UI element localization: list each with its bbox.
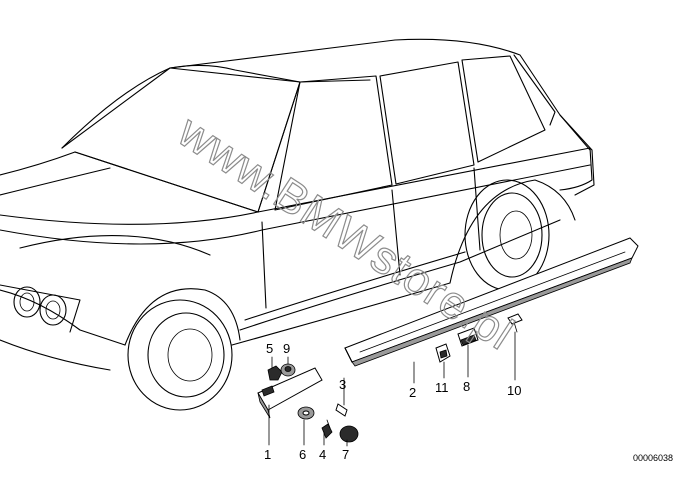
callout-11: 11 xyxy=(435,380,449,395)
callout-5: 5 xyxy=(266,341,273,356)
reference-code: 00006038 xyxy=(633,453,673,463)
screw-part xyxy=(335,403,348,417)
callout-1: 1 xyxy=(264,447,271,462)
end-piece-part xyxy=(257,367,323,419)
callout-3: 3 xyxy=(339,377,346,392)
clip-part xyxy=(321,423,333,439)
callout-7: 7 xyxy=(342,447,349,462)
callout-6: 6 xyxy=(299,447,306,462)
callout-2: 2 xyxy=(409,385,416,400)
nut-part xyxy=(267,365,283,381)
callout-labels: 1 2 3 4 5 6 7 8 9 10 11 xyxy=(264,341,521,462)
callout-leaders xyxy=(268,331,516,447)
callout-10: 10 xyxy=(507,383,521,398)
hardware-parts xyxy=(267,313,523,443)
sill-cover-part xyxy=(344,237,639,367)
car-illustration xyxy=(0,38,595,411)
callout-8: 8 xyxy=(463,379,470,394)
rivet-part xyxy=(507,313,523,325)
callout-9: 9 xyxy=(283,341,290,356)
callout-4: 4 xyxy=(319,447,326,462)
plug-part xyxy=(339,425,359,443)
